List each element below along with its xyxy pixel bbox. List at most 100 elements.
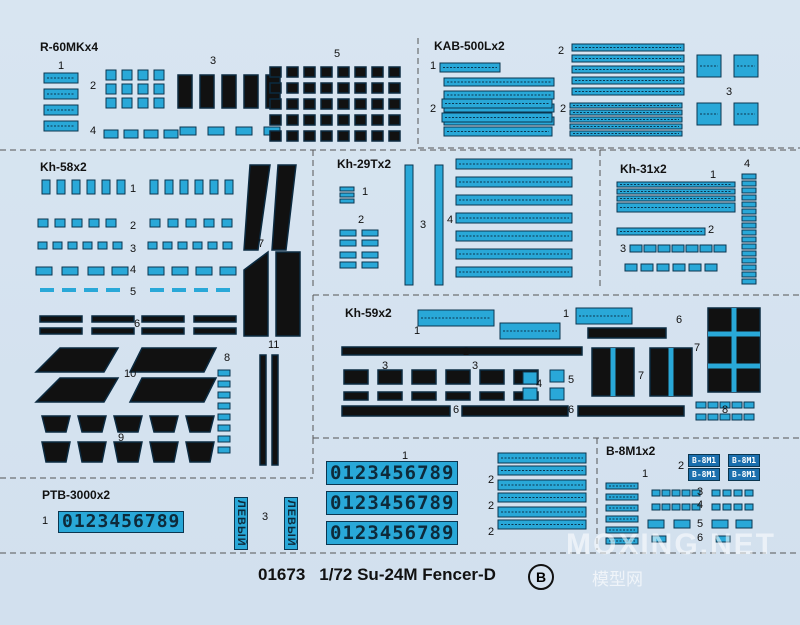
blue-decal xyxy=(455,176,573,188)
blue-decal xyxy=(549,387,565,401)
blue-decal xyxy=(691,503,701,511)
blue-decal xyxy=(41,179,51,195)
label-2: 2 xyxy=(90,80,97,92)
kit-code: 01673 xyxy=(258,565,306,584)
label-2: 2 xyxy=(488,474,495,486)
blue-decal xyxy=(741,229,757,236)
blue-decal xyxy=(207,241,218,250)
label-2: 2 xyxy=(558,45,565,57)
label-3: 3 xyxy=(726,86,733,98)
black-decal xyxy=(303,98,316,110)
black-decal xyxy=(371,66,384,78)
blue-decal xyxy=(105,69,117,81)
blue-decal xyxy=(731,401,743,409)
label-2: 2 xyxy=(678,460,685,472)
black-decal xyxy=(461,405,569,417)
blue-decal xyxy=(339,186,355,192)
label-3: 3 xyxy=(472,360,479,372)
black-decal xyxy=(388,98,401,110)
blue-decal xyxy=(624,263,638,272)
blue-decal xyxy=(673,519,691,529)
blue-decal xyxy=(217,380,231,388)
blue-decal xyxy=(163,129,179,139)
black-decal xyxy=(286,98,299,110)
blue-decal xyxy=(162,241,173,250)
blue-decal xyxy=(143,129,159,139)
blue-decal xyxy=(713,244,727,253)
black-decal xyxy=(91,327,135,335)
blue-decal xyxy=(681,489,691,497)
panel-decal xyxy=(149,441,179,463)
blue-decal xyxy=(121,69,133,81)
black-decal xyxy=(141,327,185,335)
label-2: 2 xyxy=(488,500,495,512)
blue-decal xyxy=(605,482,639,490)
black-decal xyxy=(337,114,350,126)
blue-decal xyxy=(522,387,538,401)
label-4: 4 xyxy=(536,378,543,390)
blue-decal xyxy=(707,413,719,421)
blue-decal xyxy=(217,402,231,410)
ptb-left-marking: ЛЕВЫЙ xyxy=(284,497,298,550)
label-1: 1 xyxy=(130,183,137,195)
label-1: 1 xyxy=(563,308,570,320)
label-3: 3 xyxy=(620,243,627,255)
blue-decal xyxy=(339,251,357,259)
blue-decal xyxy=(443,77,555,87)
label-6: 6 xyxy=(676,314,683,326)
black-decal xyxy=(343,369,369,385)
blue-decal xyxy=(441,98,553,109)
blue-decal xyxy=(744,489,754,497)
panel-decal xyxy=(41,441,71,463)
black-decal xyxy=(354,114,367,126)
black-decal xyxy=(377,391,403,401)
black-decal xyxy=(193,315,237,323)
label-2: 2 xyxy=(488,526,495,538)
blue-decal xyxy=(731,413,743,421)
blue-decal xyxy=(455,212,573,224)
panel-decal xyxy=(185,441,215,463)
black-decal xyxy=(388,114,401,126)
blue-decal xyxy=(87,266,105,276)
label-9: 9 xyxy=(118,432,125,444)
blue-decal xyxy=(339,198,355,204)
blue-decal xyxy=(741,257,757,264)
title-kab500: KAB-500Lx2 xyxy=(434,39,505,53)
blue-decal xyxy=(743,413,755,421)
title-r60: R-60MKx4 xyxy=(40,40,99,54)
blue-decal xyxy=(153,83,165,95)
black-decal xyxy=(577,405,685,417)
blue-decal xyxy=(656,263,670,272)
black-decal xyxy=(320,66,333,78)
blue-decal xyxy=(741,201,757,208)
b8m1-tag: B-8M1 xyxy=(688,468,721,481)
blue-decal xyxy=(217,413,231,421)
blue-decal xyxy=(741,264,757,271)
label-4: 4 xyxy=(744,158,751,170)
blue-decal xyxy=(643,244,657,253)
blue-decal xyxy=(735,519,753,529)
black-decal xyxy=(286,130,299,142)
blue-decal xyxy=(743,401,755,409)
blue-decal xyxy=(695,413,707,421)
black-decal xyxy=(337,130,350,142)
black-decal xyxy=(39,315,83,323)
blue-decal xyxy=(695,401,707,409)
blue-decal xyxy=(54,218,66,228)
label-6: 6 xyxy=(568,404,575,416)
black-decal xyxy=(286,66,299,78)
blue-decal xyxy=(221,218,233,228)
blue-decal xyxy=(207,126,225,136)
watermark-text: MOXING.NET xyxy=(566,528,777,561)
black-decal xyxy=(320,82,333,94)
black-decal xyxy=(39,327,83,335)
blue-decal xyxy=(711,519,729,529)
stripe-decal xyxy=(128,347,218,373)
label-5: 5 xyxy=(130,286,137,298)
number-decal-strip: 0123456789 xyxy=(326,521,459,545)
black-decal xyxy=(371,82,384,94)
label-5: 5 xyxy=(697,518,704,530)
title-kh59: Kh-59x2 xyxy=(345,306,392,320)
black-decal xyxy=(343,391,369,401)
